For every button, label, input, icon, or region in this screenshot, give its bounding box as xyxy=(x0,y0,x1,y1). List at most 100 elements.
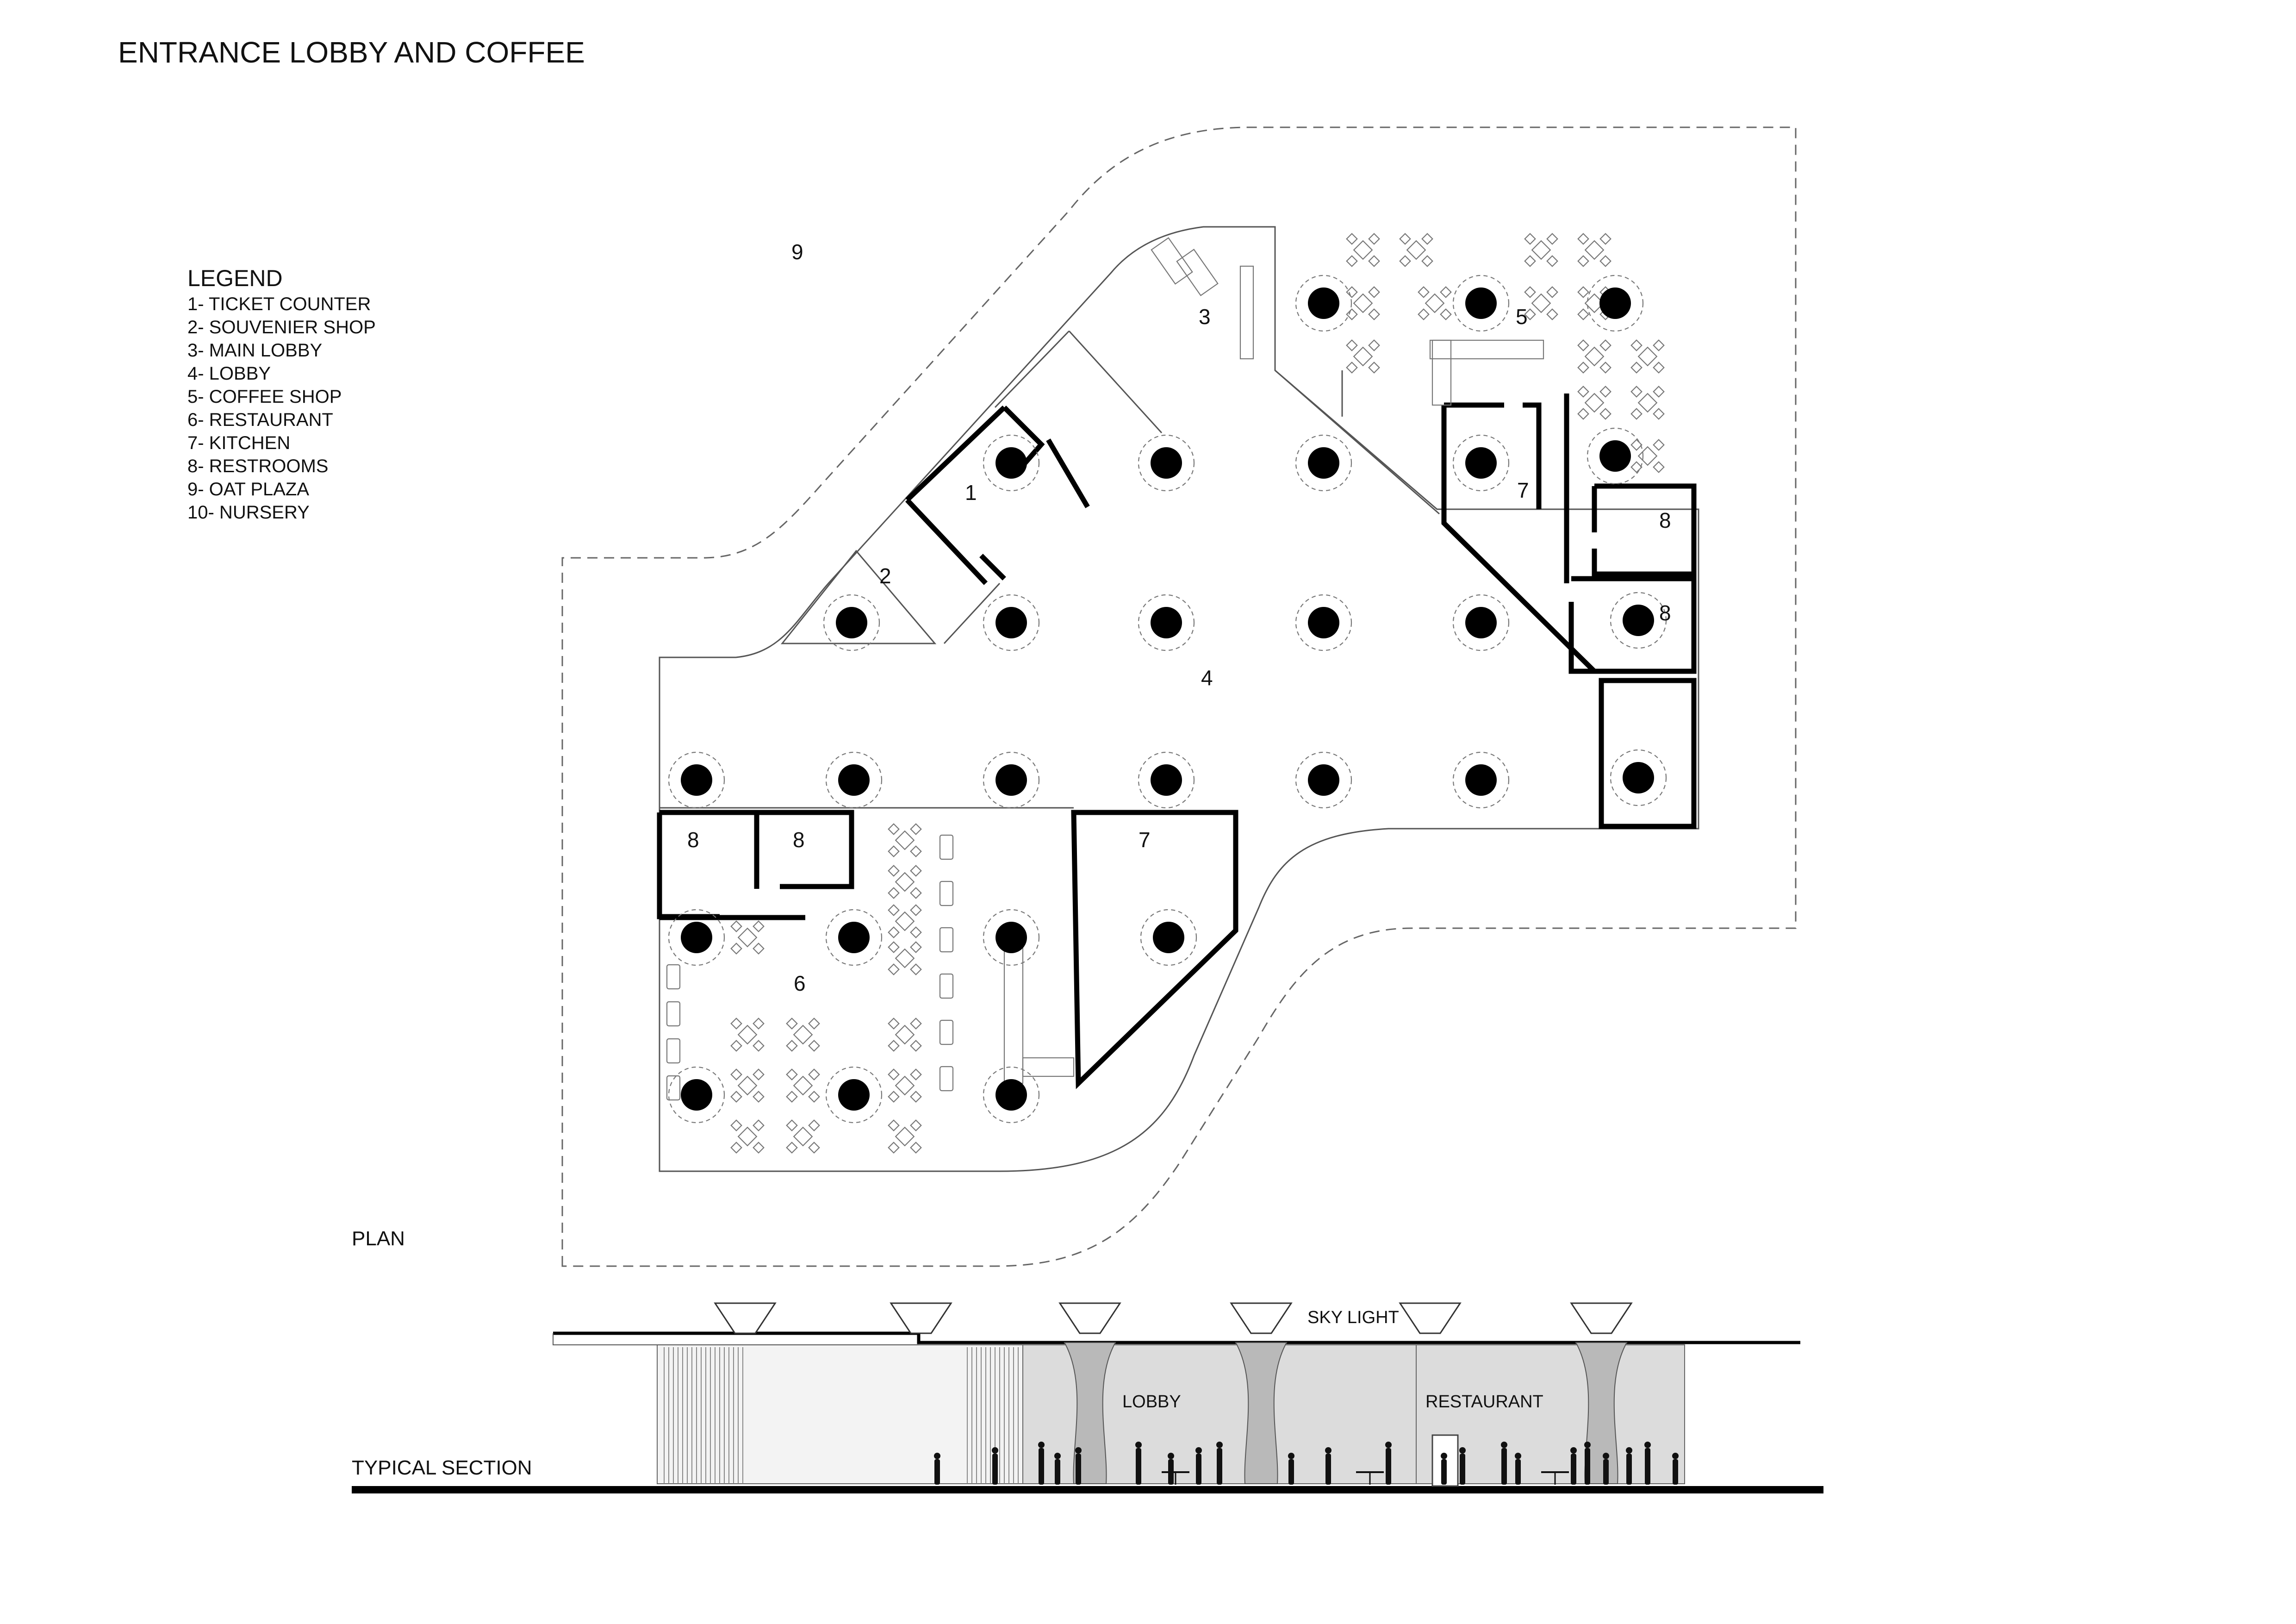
table-set xyxy=(888,1018,922,1052)
room-label-restroom-right-b: 8 xyxy=(1659,601,1671,625)
plan-caption: PLAN xyxy=(352,1227,405,1250)
legend-item-2: 2- SOUVENIER SHOP xyxy=(187,317,376,337)
table-set xyxy=(888,941,922,975)
column xyxy=(1151,607,1182,638)
column xyxy=(1308,447,1339,479)
column-ring xyxy=(1295,751,1352,809)
plaza-boundary xyxy=(561,126,1797,1267)
legend-clip: LEGEND 1- TICKET COUNTER 2- SOUVENIER SH… xyxy=(187,265,376,523)
table-set xyxy=(1630,386,1665,420)
column xyxy=(1599,287,1631,319)
column-ring xyxy=(1295,594,1352,651)
column-ring xyxy=(1295,275,1352,332)
table-set xyxy=(730,920,765,955)
column xyxy=(1308,607,1339,638)
column-ring xyxy=(983,751,1040,809)
room-label-restroom-right-a: 8 xyxy=(1659,508,1671,532)
legend-item-1: 1- TICKET COUNTER xyxy=(187,294,371,314)
column xyxy=(1153,922,1184,953)
column-ring xyxy=(825,751,883,809)
table-set xyxy=(1577,233,1612,267)
column xyxy=(681,922,712,953)
column xyxy=(1308,287,1339,319)
column xyxy=(681,764,712,796)
column-ring xyxy=(983,1066,1040,1124)
section-skylights xyxy=(714,1302,1633,1484)
column-ring xyxy=(983,434,1040,492)
section-lobby-label: LOBBY xyxy=(1122,1392,1181,1412)
table-set xyxy=(1346,286,1380,320)
room-label-kitchen-right: 7 xyxy=(1517,478,1529,502)
legend-item-6: 6- RESTAURANT xyxy=(187,410,333,430)
table-set xyxy=(888,904,922,938)
column-ring xyxy=(823,594,880,651)
furniture xyxy=(1003,237,1544,1084)
column xyxy=(838,922,870,953)
column-ring xyxy=(1452,751,1510,809)
thick-walls xyxy=(657,394,1697,1089)
column xyxy=(996,922,1027,953)
structural-columns xyxy=(668,275,1667,1124)
drawing-title: ENTRANCE LOBBY AND COFFEE xyxy=(118,36,585,69)
table-set xyxy=(888,1068,922,1103)
column xyxy=(1465,607,1497,638)
table-set xyxy=(1524,286,1558,320)
column xyxy=(1308,764,1339,796)
room-label-souvenier-shop: 2 xyxy=(879,564,891,588)
room-label-lobby: 4 xyxy=(1201,666,1213,690)
table-set xyxy=(1577,386,1612,420)
legend-item-10: 10- NURSERY xyxy=(187,502,310,523)
table-set xyxy=(1630,339,1665,374)
dining-tables xyxy=(666,233,1665,1154)
section-skylight-label: SKY LIGHT xyxy=(1307,1308,1399,1327)
column-ring xyxy=(983,594,1040,651)
table-set xyxy=(730,1119,765,1154)
legend-item-3: 3- MAIN LOBBY xyxy=(187,340,322,361)
section-louvers xyxy=(664,1347,1019,1484)
legend-item-7: 7- KITCHEN xyxy=(187,433,290,453)
column xyxy=(996,764,1027,796)
column-ring xyxy=(1452,275,1510,332)
column-ring xyxy=(1138,434,1195,492)
column xyxy=(996,447,1027,479)
floor-plan: 1 2 3 4 5 6 7 7 8 8 8 8 9 PLAN xyxy=(352,126,1797,1267)
column xyxy=(1623,762,1654,793)
room-label-ticket-counter: 1 xyxy=(965,481,977,505)
column-ring xyxy=(1140,909,1197,966)
table-set xyxy=(888,823,922,857)
table-set xyxy=(730,1068,765,1103)
column-ring xyxy=(668,1066,725,1124)
column xyxy=(1623,605,1654,636)
column-ring xyxy=(1610,592,1667,649)
column xyxy=(838,764,870,796)
room-label-restroom-left-a: 8 xyxy=(687,828,699,852)
interior-thin-lines xyxy=(660,330,1440,809)
room-label-coffee-shop: 5 xyxy=(1516,305,1528,329)
section-entrance-volume xyxy=(657,1344,1023,1484)
column xyxy=(836,607,867,638)
table-set xyxy=(1524,233,1558,267)
room-label-main-lobby: 3 xyxy=(1199,305,1211,329)
typical-section: SKY LIGHT LOBBY RESTAURANT TYPICAL SECTI… xyxy=(352,1302,1823,1493)
table-set xyxy=(888,865,922,899)
building-outline xyxy=(659,226,1699,1172)
room-label-restaurant: 6 xyxy=(794,971,806,995)
column-ring xyxy=(668,909,725,966)
table-set xyxy=(1577,339,1612,374)
section-ground xyxy=(352,1486,1823,1493)
legend-item-5: 5- COFFEE SHOP xyxy=(187,387,342,407)
table-set xyxy=(1346,339,1380,374)
table-set xyxy=(888,1119,922,1154)
column xyxy=(1465,447,1497,479)
column xyxy=(1465,764,1497,796)
legend-item-4: 4- LOBBY xyxy=(187,363,271,384)
legend-item-9: 9- OAT PLAZA xyxy=(187,479,309,500)
column xyxy=(681,1079,712,1111)
table-set xyxy=(1399,233,1433,267)
table-set xyxy=(786,1119,820,1154)
room-label-restroom-left-b: 8 xyxy=(793,828,805,852)
column-ring xyxy=(825,909,883,966)
legend-item-8: 8- RESTROOMS xyxy=(187,456,328,476)
column-ring xyxy=(1295,434,1352,492)
